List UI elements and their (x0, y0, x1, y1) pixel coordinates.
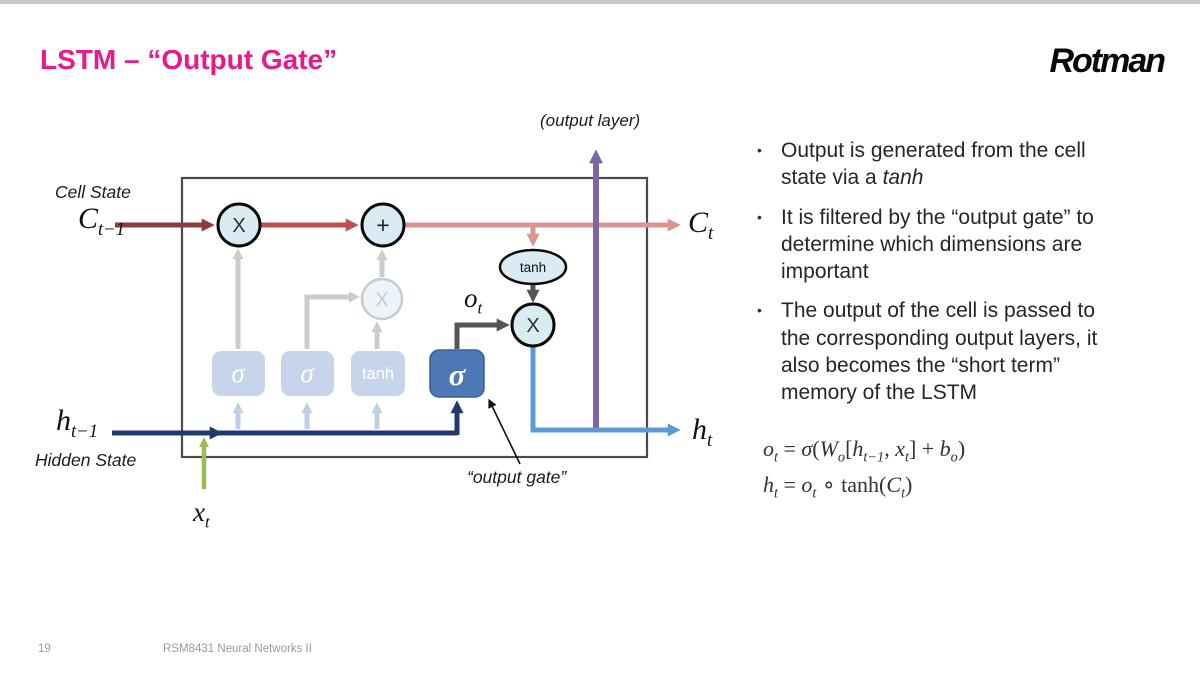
h-out-label: ht (692, 413, 713, 451)
equation-hidden-state: ht = ot ∘ tanh(Ct) (763, 471, 913, 501)
multiply-node-forget (216, 202, 262, 248)
bullet-item-2: • It is filtered by the “output gate” to… (757, 204, 1149, 286)
cell-state-flow (115, 218, 681, 247)
add-symbol: + (376, 212, 389, 238)
forget-gate-box (212, 351, 265, 396)
cell-state-label: Cell State (55, 182, 131, 202)
multiply-node-output (510, 302, 556, 348)
multiply-symbol-output: X (526, 315, 539, 337)
output-layer-label: (output layer) (540, 111, 641, 130)
faded-multiply-symbol: X (376, 290, 389, 311)
input-gate-symbol: σ (300, 358, 315, 388)
add-node (360, 202, 406, 248)
footer-course-label: RSM8431 Neural Networks II (163, 643, 312, 655)
bullet-text-1: Output is generated from the cell state … (781, 139, 1086, 190)
rotman-logo: Rotman (1049, 42, 1166, 80)
hidden-output-line (530, 347, 681, 437)
multiply-symbol: X (232, 215, 245, 237)
hidden-state-flow (112, 400, 464, 489)
forget-gate-symbol: σ (231, 358, 246, 388)
input-gate-box (281, 351, 334, 396)
bullet-text-2: It is filtered by the “output gate” to d… (781, 205, 1094, 284)
tanh-oval-label: tanh (520, 260, 546, 275)
bullet-item-3: • The output of the cell is passed to th… (757, 297, 1149, 406)
output-gate-symbol: σ (449, 357, 467, 392)
c-prev-label: Ct−1 (78, 202, 126, 240)
bullet-text-3: The output of the cell is passed to the … (781, 299, 1098, 405)
bullet-dot: • (757, 302, 762, 319)
tanh-oval (498, 248, 568, 286)
operation-nodes: X + tanh X (216, 202, 568, 348)
output-gate-annotation-arrow (488, 398, 521, 465)
equations-block: ot = σ(Wo[ht−1, xt] + bo) ht = ot ∘ tanh… (763, 433, 965, 504)
lstm-cell-diagram: X X + tanh (112, 149, 681, 489)
cell-body-box (180, 176, 649, 459)
x-t-label: xt (193, 497, 210, 532)
equation-output-gate: ot = σ(Wo[ht−1, xt] + bo) (763, 436, 966, 466)
output-gate-box (429, 349, 485, 398)
page-number: 19 (38, 643, 51, 655)
bullet-dot: • (757, 208, 762, 225)
bullet-item-1: • Output is generated from the cell stat… (757, 137, 1149, 192)
c-out-label: Ct (688, 206, 714, 244)
bullet-dot: • (757, 142, 762, 158)
hidden-state-label: Hidden State (35, 450, 137, 470)
o-t-label: ot (464, 283, 483, 318)
bullet-list: • Output is generated from the cell stat… (757, 137, 1149, 419)
output-gate-annotation-label: “output gate” (467, 467, 567, 487)
h-prev-label: ht−1 (56, 404, 99, 442)
gate-boxes: σ σ tanh σ (212, 349, 485, 398)
page-title: LSTM – “Output Gate” (40, 44, 338, 75)
top-accent-bar (0, 0, 1200, 4)
candidate-gate-box (351, 351, 405, 396)
candidate-gate-symbol: tanh (362, 365, 394, 383)
faded-multiply-node (360, 277, 404, 321)
faded-gate-wiring: X (232, 248, 404, 349)
output-gate-wiring (454, 285, 540, 349)
